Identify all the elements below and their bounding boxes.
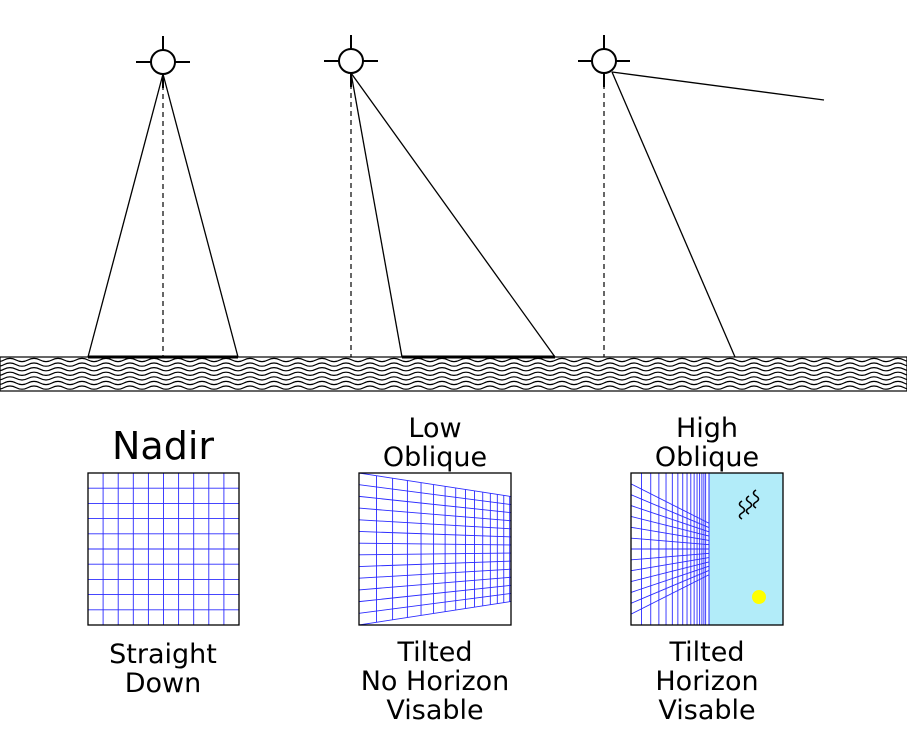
high-oblique-title-line-2: Oblique: [654, 442, 760, 474]
low-oblique-grid-line: [359, 519, 511, 530]
low-oblique-grid-line: [359, 495, 511, 514]
nadir-caption: Straight Down: [63, 640, 263, 698]
ground-wave-line: [0, 367, 907, 372]
ground-wave-line: [0, 357, 907, 363]
nadir-caption-line-1: Straight: [109, 639, 217, 670]
high-oblique-caption-line-3: Visable: [658, 695, 756, 727]
low-oblique-grid-line: [359, 473, 511, 497]
low-oblique-caption-line-1: Tilted: [397, 637, 473, 668]
low-oblique-grid-line: [359, 584, 511, 603]
low-oblique-grid-line: [359, 560, 511, 567]
high-oblique-grid-line: [630, 552, 710, 561]
high-oblique-image-panel: [630, 472, 784, 626]
high-oblique-grid-line: [630, 557, 710, 572]
nadir-title-line: Nadir: [111, 424, 214, 468]
ground-wave-line: [0, 371, 907, 376]
sky-area: [709, 473, 783, 625]
high-oblique-grid-line: [630, 570, 710, 604]
nadir-view-left-ray: [87, 73, 164, 358]
low-oblique-grid-line: [359, 552, 511, 556]
low-oblique-camera: [324, 35, 556, 359]
high-oblique-grid-line: [630, 561, 710, 583]
ground-wave-line: [0, 376, 907, 381]
ground-wave-line: [0, 385, 907, 390]
low-oblique-caption: Tilted No Horizon Visable: [318, 637, 552, 727]
low-oblique-image-panel: [358, 472, 512, 626]
high-oblique-title: High Oblique: [597, 414, 817, 472]
high-oblique-grid-line: [630, 494, 710, 528]
sun-icon: [752, 590, 766, 604]
ground-wave-pattern: [0, 356, 907, 392]
ground-wave-line: [0, 380, 907, 386]
high-oblique-far-ray: [611, 71, 825, 101]
low-oblique-caption-line-2: No Horizon: [360, 666, 510, 698]
high-oblique-grid-line: [630, 565, 710, 593]
bird-icon: [738, 489, 760, 520]
low-oblique-caption-line-3: Visable: [386, 695, 484, 727]
low-oblique-near-ray: [350, 72, 403, 358]
low-oblique-grid-line: [359, 542, 511, 546]
nadir-image-panel: [87, 472, 240, 626]
high-oblique-caption-line-1: Tilted: [669, 637, 745, 668]
low-oblique-grid-line: [359, 568, 511, 579]
low-oblique-grid-line: [359, 576, 511, 591]
high-oblique-grid-line: [630, 537, 710, 546]
low-oblique-far-ray: [350, 72, 556, 358]
low-oblique-grid-line: [359, 531, 511, 538]
nadir-camera: [87, 36, 239, 359]
low-oblique-title: Low Oblique: [325, 414, 545, 472]
high-oblique-grid-line: [630, 574, 710, 615]
high-oblique-grid-line: [630, 483, 710, 524]
low-oblique-grid-line: [359, 484, 511, 506]
high-oblique-near-ray: [611, 71, 736, 358]
low-oblique-title-line-1: Low: [408, 413, 462, 444]
high-oblique-caption-line-2: Horizon: [655, 666, 759, 698]
high-oblique-caption: Tilted Horizon Visable: [597, 637, 817, 727]
nadir-view-right-ray: [162, 73, 239, 358]
low-oblique-grid-line: [359, 592, 511, 614]
nadir-title: Nadir: [63, 424, 263, 468]
low-oblique-grid-line: [359, 507, 511, 522]
high-oblique-camera: [578, 35, 825, 358]
high-oblique-title-line-1: High: [675, 413, 739, 444]
high-oblique-grid-line: [630, 505, 710, 533]
high-oblique-grid-line: [630, 515, 710, 537]
high-oblique-grid-line: [630, 526, 710, 541]
low-oblique-grid-line: [359, 601, 511, 625]
low-oblique-title-line-2: Oblique: [382, 442, 488, 474]
nadir-caption-line-2: Down: [124, 668, 202, 700]
ground-wave-line: [0, 362, 907, 367]
